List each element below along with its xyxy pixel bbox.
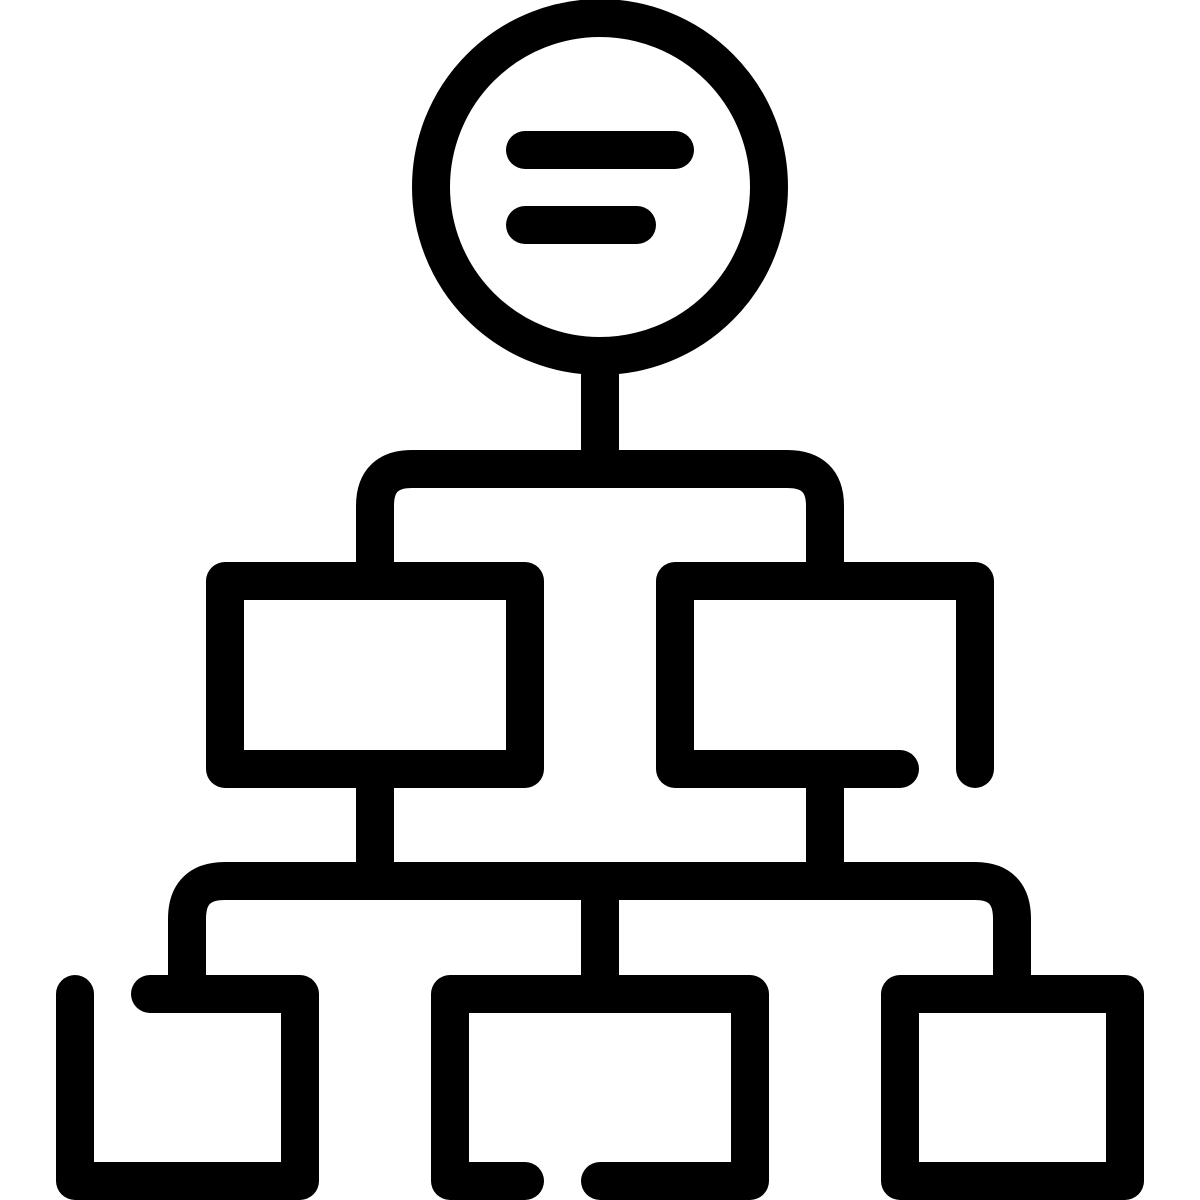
level-2-nodes <box>56 975 1144 1200</box>
level-1-left-box <box>206 562 544 788</box>
upper-branch <box>356 450 844 600</box>
level-1-right-box <box>656 562 994 788</box>
level-2-left-box <box>56 975 319 1200</box>
root-circle <box>412 0 788 375</box>
root-node <box>412 0 788 375</box>
bottom-connectors <box>168 750 1031 1013</box>
level-2-right-box <box>881 975 1144 1200</box>
level-2-center-box <box>431 975 769 1200</box>
level-1-nodes <box>206 562 994 788</box>
top-connectors <box>356 337 844 600</box>
